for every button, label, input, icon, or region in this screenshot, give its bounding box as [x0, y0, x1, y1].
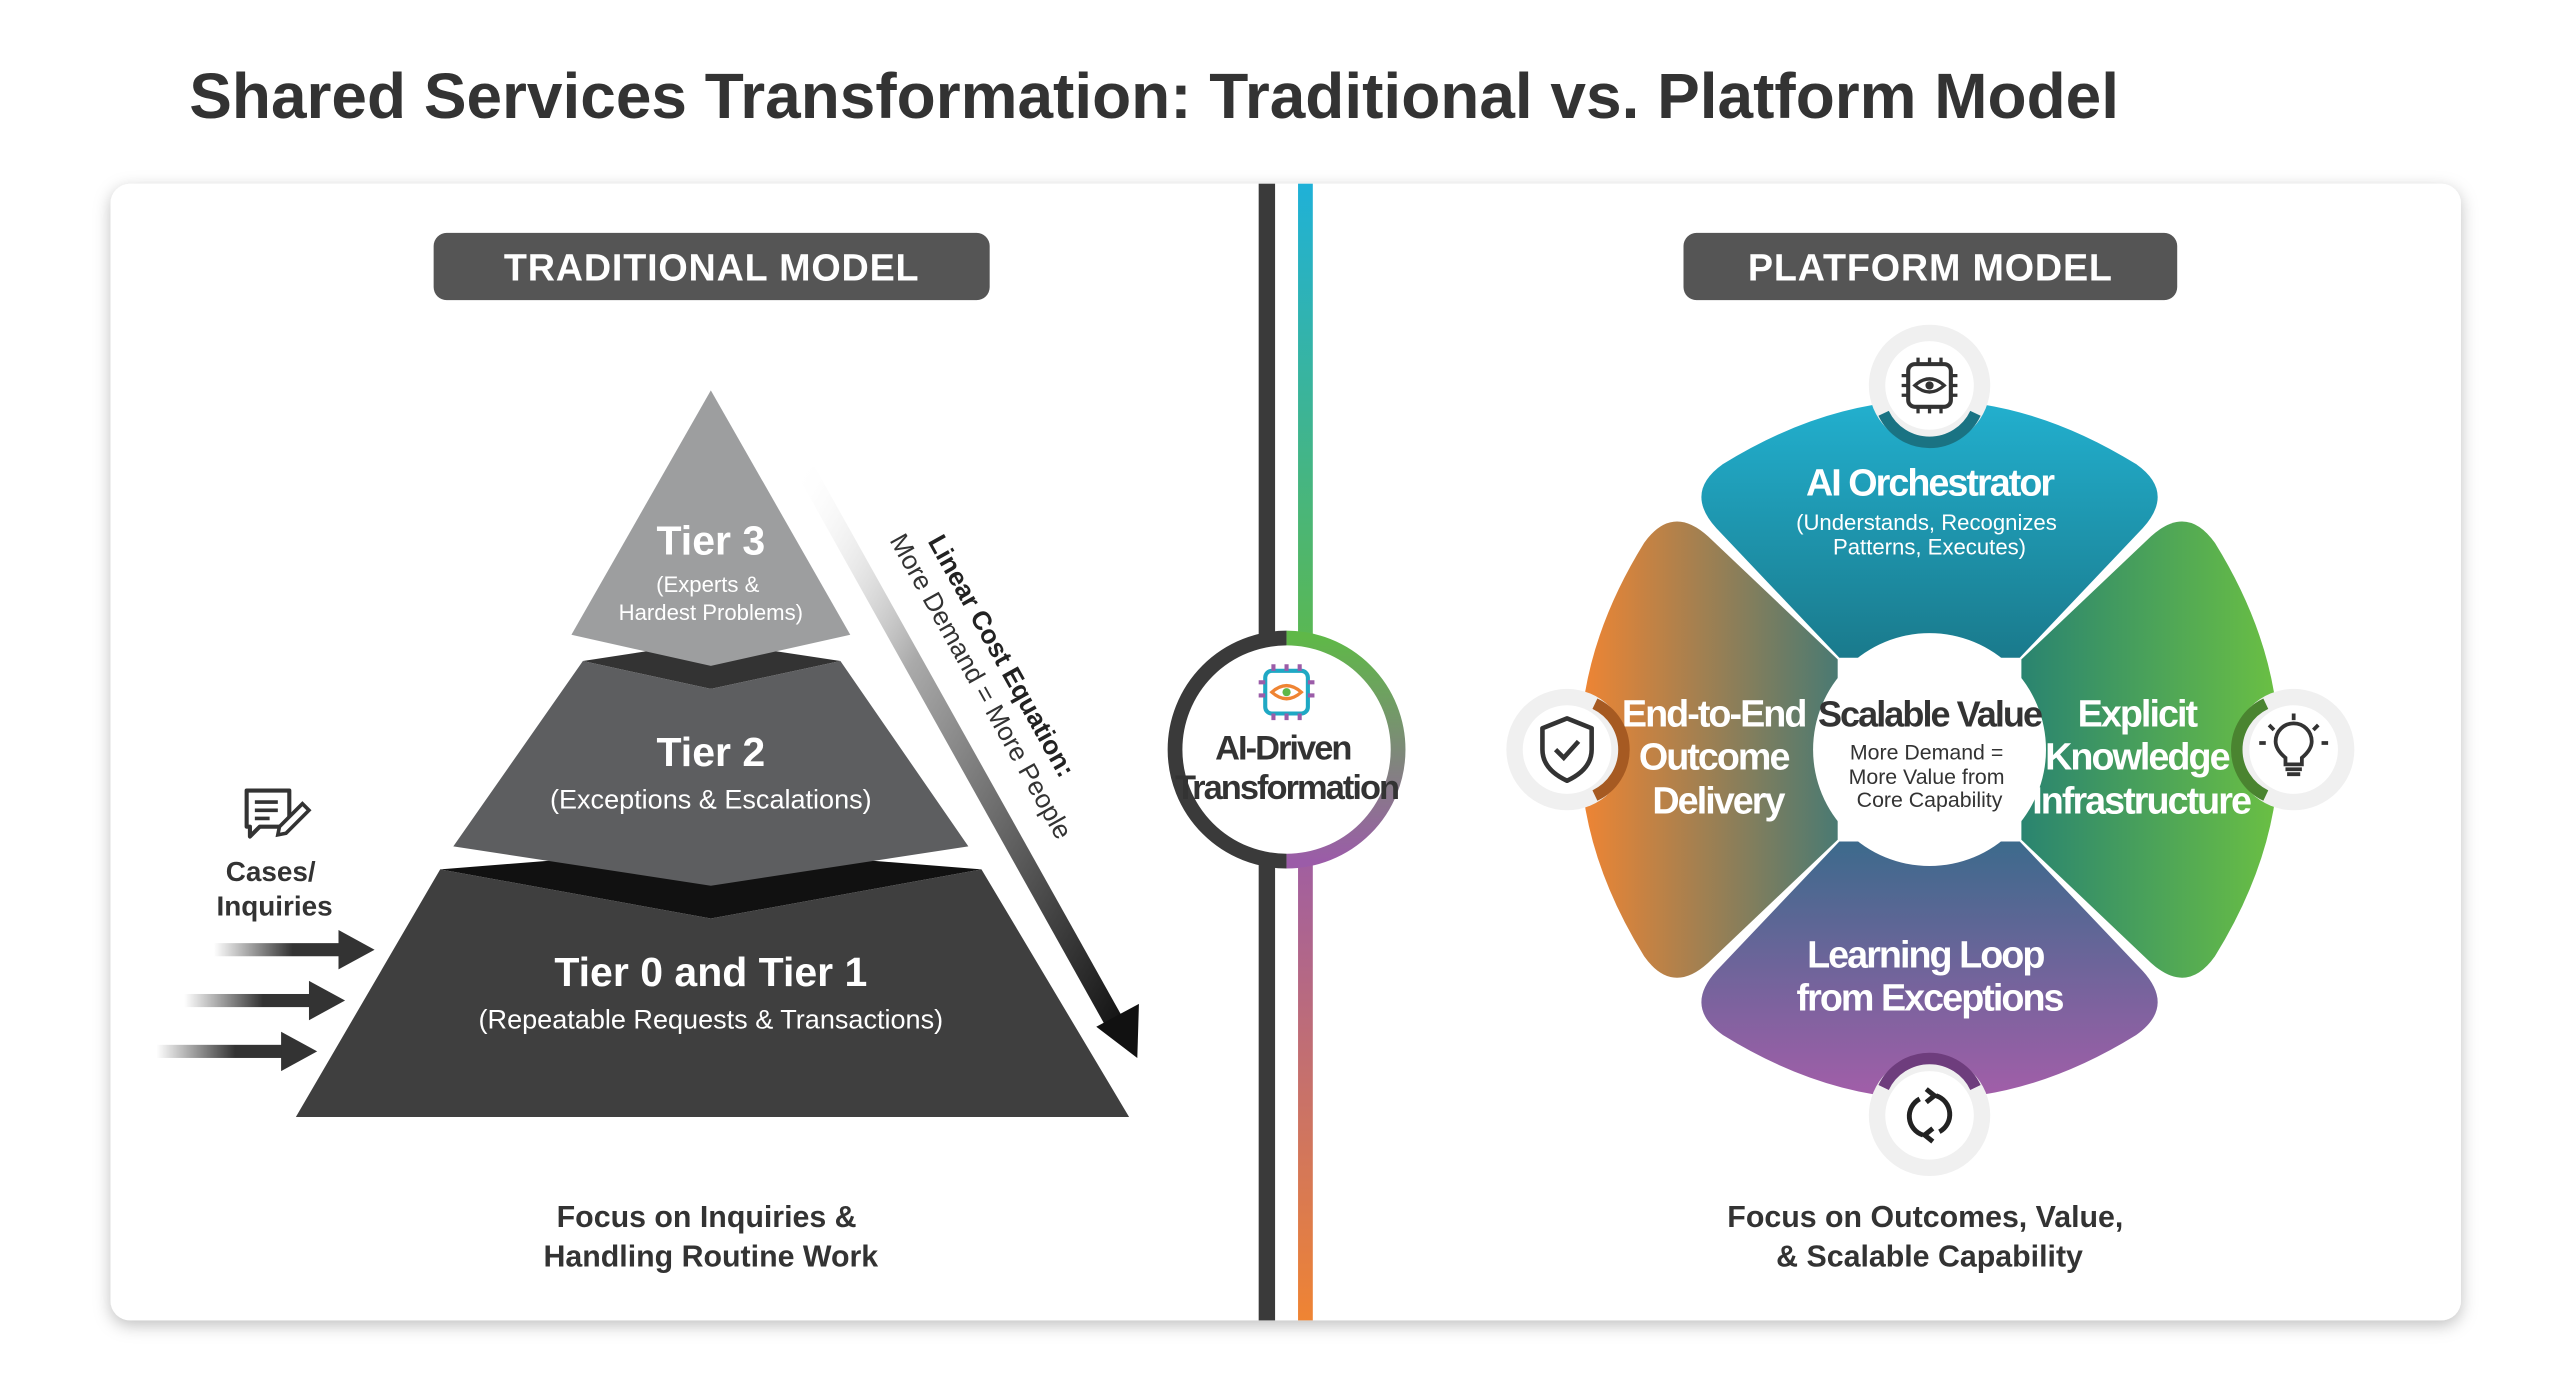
tier-0-1-title: Tier 0 and Tier 1 [554, 949, 867, 995]
divider-color-top [1298, 183, 1313, 676]
center-title: Scalable Value [1818, 694, 2042, 735]
platform-header: PLATFORM MODEL [1683, 232, 2178, 301]
petal-outcome-delivery [1580, 521, 1838, 978]
refresh-loop-icon [1906, 1087, 1953, 1144]
tier-3-title: Tier 3 [657, 517, 766, 563]
tier-3-desc: (Experts & Hardest Problems) [619, 572, 803, 625]
document-edit-icon [244, 788, 312, 839]
tier-2-desc: (Exceptions & Escalations) [550, 785, 872, 815]
petal-learning-loop [1701, 841, 2158, 1099]
petal-desc: (Understands, Recognizes Patterns, Execu… [1796, 510, 2063, 560]
ai-chip-eye-icon [1901, 357, 1958, 414]
incoming-arrows [156, 930, 375, 1072]
petal-knowledge-infrastructure [2021, 521, 2279, 978]
petal-title: End-to-End Outcome Delivery [1622, 693, 1814, 822]
icon-badge-bottom [1868, 1052, 1991, 1177]
pyramid: Tier 3 (Experts & Hardest Problems) Tier… [295, 390, 1130, 1118]
platform-wheel: Scalable Value More Demand = More Value … [1506, 324, 2355, 1177]
ai-chip-eye-icon [1258, 664, 1315, 721]
shield-check-icon [1540, 716, 1594, 784]
svg-text:PLATFORM MODEL: PLATFORM MODEL [1748, 246, 2113, 288]
traditional-footer: Focus on Inquiries & Handling Routine Wo… [543, 1201, 878, 1273]
cases-inquiries-label: Cases/ Inquiries [216, 856, 332, 921]
center-desc: More Demand = More Value from Core Capab… [1849, 740, 2011, 812]
tier-2-title: Tier 2 [657, 729, 766, 775]
divider-color-bottom [1298, 828, 1313, 1321]
icon-badge-left [1506, 688, 1630, 811]
tier-0-1-block [295, 869, 1130, 1118]
svg-text:TRADITIONAL MODEL: TRADITIONAL MODEL [504, 246, 920, 288]
center-hub [1813, 633, 2046, 867]
tier-0-1-desc: (Repeatable Requests & Transactions) [479, 1004, 944, 1034]
transition-label-line: AI-Driven [1215, 729, 1350, 767]
icon-badge-right [2231, 688, 2355, 811]
svg-text:AI-Driven Transformation: AI-Driven Transformation [1175, 729, 1398, 806]
petal-title: AI Orchestrator [1806, 461, 2055, 503]
ai-transformation-badge: AI-Driven Transformation [1167, 630, 1406, 869]
petal-title: Learning Loop from Exceptions [1797, 934, 2064, 1019]
tier-2-block [453, 661, 969, 886]
icon-badge-top [1868, 324, 1991, 449]
tier-3-block [571, 390, 851, 666]
platform-footer: Focus on Outcomes, Value, & Scalable Cap… [1727, 1201, 2131, 1273]
transition-label-line: Transformation [1175, 769, 1398, 807]
petal-ai-orchestrator [1701, 400, 2158, 658]
petal-title: Explicit Knowledge Infrastructure [2032, 693, 2251, 822]
traditional-header: TRADITIONAL MODEL [433, 232, 990, 301]
page-title: Shared Services Transformation: Traditio… [189, 60, 2119, 132]
lightbulb-icon [2259, 713, 2329, 777]
